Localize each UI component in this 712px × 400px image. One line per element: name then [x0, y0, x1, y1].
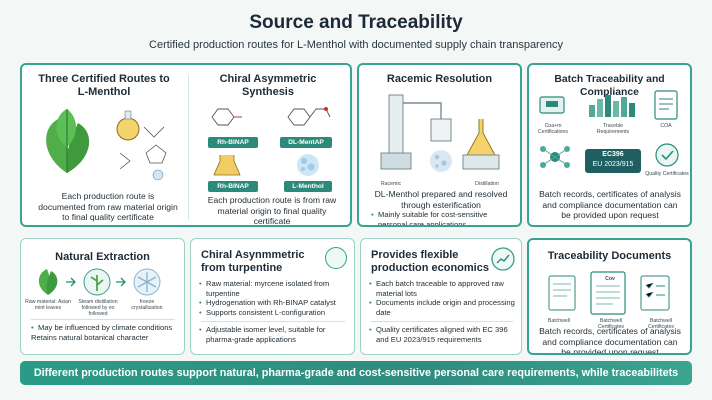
turpentine-divider	[201, 321, 345, 322]
network-icon	[540, 146, 570, 168]
chiral-body: Each production route is from raw materi…	[207, 195, 337, 226]
racemic-bullets: Mainly suitable for cost-sensitive perso…	[371, 210, 515, 225]
batch-caption-3: COA	[660, 123, 672, 129]
footer-banner: Different production routes support natu…	[20, 361, 692, 385]
chiral-title: Chiral Asymmetric Synthesis	[219, 73, 317, 98]
rh-binap-pill-1: Rh-BINAP	[208, 137, 258, 148]
doc-caption-2: Batchwell Certificates	[598, 318, 624, 331]
flask-diagram-icon	[116, 110, 167, 181]
turpentine-bullet-1: Raw material: myrcene isolated from turp…	[199, 279, 349, 298]
economics-bullet-3: Quality certificates aligned with EC 396…	[369, 325, 517, 344]
distill-plant-icon	[83, 268, 111, 296]
documents-card: Traceability Documents Cov Batchwell Bat…	[527, 238, 692, 355]
pallet-icon	[539, 96, 565, 114]
turpentine-bullet-4: Adjustable isomer level, suitable for ph…	[199, 325, 349, 344]
natural-divider	[31, 319, 175, 320]
snowflake-crystal-icon	[133, 268, 161, 296]
batch-caption-1: Coa+m Certifications	[538, 123, 568, 136]
racemic-body: DL-Menthol prepared and resolved through…	[374, 189, 508, 210]
turpentine-title: Chiral Asynmmetric from turpentine	[201, 249, 305, 274]
racemic-label: Racemic	[380, 181, 402, 187]
natural-step-3: freeze crystallization	[131, 299, 163, 312]
racemic-bullet: Mainly suitable for cost-sensitive perso…	[371, 210, 515, 225]
chart-up-icon	[491, 247, 515, 271]
natural-card: Natural Extraction Raw material: Asian m…	[20, 238, 185, 355]
routes-body: Each production route is documented from…	[38, 191, 178, 222]
documents-title: Traceability Documents	[547, 250, 672, 262]
turpentine-bullet-3: Supports consistent L-configuration	[199, 308, 349, 318]
batch-caption-2: Traceble Requirements	[596, 123, 630, 136]
rh-binap-pill-2: Rh-BINAP	[208, 181, 258, 192]
natural-step-2: Steam distillation followed by ex follow…	[78, 299, 118, 318]
natural-bullets: May be influenced by climate conditions …	[31, 323, 181, 342]
arrow-right-icon-1	[66, 277, 76, 287]
batch-card: Batch Traceability and Compliance Coa+m …	[527, 63, 692, 227]
doc-caption-3: Batchwell Certificates	[648, 318, 674, 331]
natural-title: Natural Extraction	[55, 251, 150, 263]
economics-divider	[371, 321, 513, 322]
l-menthol-pill: L-Menthol	[284, 181, 332, 192]
coa-document-icon	[654, 90, 678, 120]
turpentine-bullet-2: Hydrogenation with Rh-BINAP catalyst	[199, 298, 349, 308]
natural-step-1: Raw material: Asian mint leaves	[25, 299, 71, 312]
batch-caption-4: Quality Certificates	[645, 171, 689, 177]
economics-title: Provides flexible production economics	[371, 249, 489, 274]
dl-mentap-pill: DL-MentAP	[280, 137, 332, 148]
economics-card: Provides flexible production economics E…	[360, 238, 522, 355]
mint-leaves-icon	[46, 109, 90, 173]
beaker-icon	[213, 155, 241, 176]
page-subtitle: Certified production routes for L-Mentho…	[149, 39, 563, 51]
racemic-card: Racemic Resolution Racemic Distillation …	[357, 63, 522, 227]
crystals-icon	[297, 154, 319, 176]
document-stack-icon	[548, 271, 670, 315]
molecule-2-icon	[287, 107, 331, 126]
turpentine-bullets-2: Adjustable isomer level, suitable for ph…	[199, 325, 349, 344]
ec-badge: EC396 EU 2023/915	[585, 149, 641, 173]
routes-card: Three Certified Routes to L-Menthol Chir…	[20, 63, 352, 227]
doc-caption-1: Batchwell	[547, 318, 571, 324]
doc-header-label: Cov	[605, 276, 615, 282]
economics-bullets: Each batch traceable to approved raw mat…	[369, 279, 517, 317]
documents-body: Batch records, certificates of analysis …	[539, 326, 681, 355]
natural-bullet-1: May be influenced by climate conditions	[31, 323, 181, 333]
distillation-apparatus-icon	[380, 94, 500, 172]
distillation-label: Distillation	[475, 181, 499, 187]
turpentine-card: Chiral Asynmmetric from turpentine Raw m…	[190, 238, 355, 355]
racemic-title: Racemic Resolution	[386, 73, 493, 85]
routes-title: Three Certified Routes to L-Menthol	[38, 73, 170, 98]
mint-sprig-icon	[38, 269, 58, 295]
molecule-1-icon	[211, 108, 242, 126]
arrow-right-icon-2	[116, 277, 126, 287]
economics-bullet-1: Each batch traceable to approved raw mat…	[369, 279, 517, 298]
batch-body: Batch records, certificates of analysis …	[539, 189, 681, 220]
page-title: Source and Traceability	[249, 12, 463, 33]
ec-badge-line-2: EU 2023/915	[592, 161, 634, 168]
skyline-chart-icon	[589, 95, 635, 117]
economics-bullets-2: Quality certificates aligned with EC 396…	[369, 325, 517, 344]
gear-icon	[325, 247, 347, 269]
batch-title: Batch Traceability and Compliance	[554, 74, 665, 98]
column-divider	[188, 75, 189, 220]
turpentine-bullets: Raw material: myrcene isolated from turp…	[199, 279, 349, 317]
economics-bullet-2: Documents include origin and processing …	[369, 298, 517, 317]
natural-bullet-2: Retains natural botanical character	[31, 333, 181, 343]
ec-badge-line-1: EC396	[602, 151, 624, 158]
quality-badge-icon	[655, 143, 679, 167]
